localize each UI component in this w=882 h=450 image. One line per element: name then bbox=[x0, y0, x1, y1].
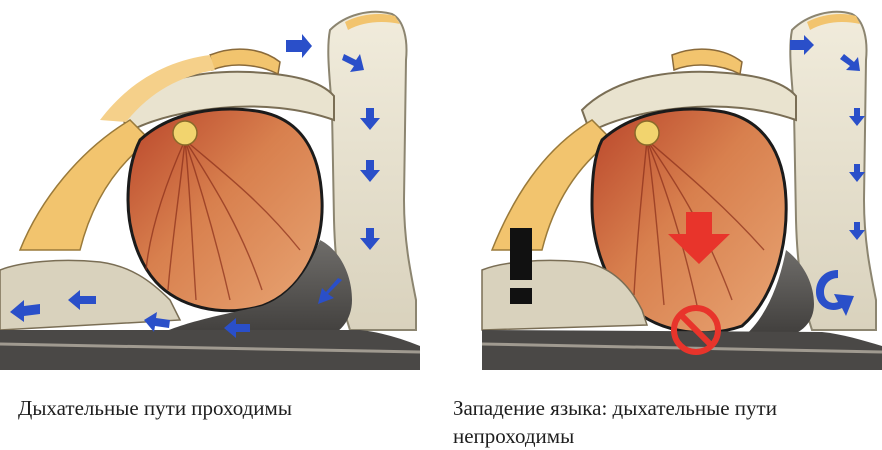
open-airway-illustration bbox=[0, 0, 440, 370]
open-airway-caption: Дыхательные пути проходимы bbox=[18, 394, 428, 422]
blocked-airway-svg bbox=[442, 0, 882, 370]
open-airway-svg bbox=[0, 0, 440, 370]
exclamation-icon bbox=[510, 228, 532, 304]
blocked-airway-caption: Западение языка: дыхательные пути непрох… bbox=[453, 394, 881, 450]
blocked-airway-illustration bbox=[442, 0, 882, 370]
